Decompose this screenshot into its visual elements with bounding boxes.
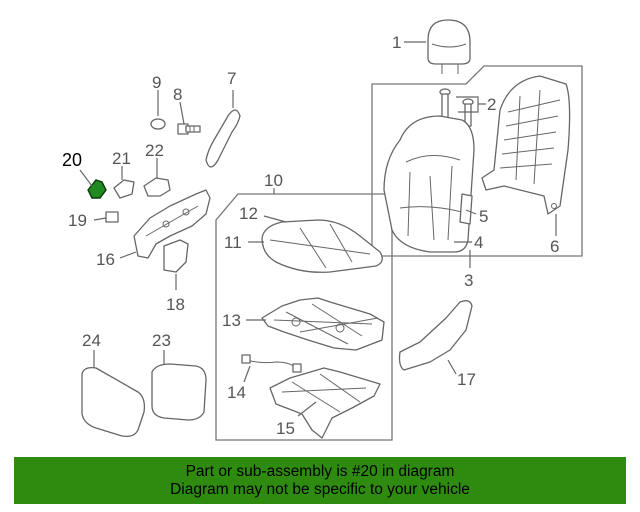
side-shield-cover-part[interactable] xyxy=(398,300,473,371)
label-part-14: 14 xyxy=(227,383,246,402)
label-part-5: 5 xyxy=(479,207,488,226)
label-part-19: 19 xyxy=(68,211,87,230)
leader-lines xyxy=(79,41,557,417)
seat-back-cushion-part[interactable] xyxy=(383,115,475,253)
label-part-2: 2 xyxy=(487,95,496,114)
label-part-4: 4 xyxy=(474,233,483,252)
seat-track-part[interactable] xyxy=(269,367,381,439)
side-shield-part[interactable] xyxy=(133,189,211,259)
armrest-cover-23-part[interactable] xyxy=(151,363,207,421)
side-trim-part[interactable] xyxy=(459,193,473,225)
bolts-part[interactable] xyxy=(439,88,474,127)
clip-part[interactable] xyxy=(105,211,119,223)
lever-part[interactable] xyxy=(143,177,171,197)
headrest-part[interactable] xyxy=(427,19,471,74)
label-part-1: 1 xyxy=(392,33,401,52)
label-part-21: 21 xyxy=(112,149,131,168)
banner-line-2: Diagram may not be specific to your vehi… xyxy=(170,480,470,498)
label-part-8: 8 xyxy=(173,85,182,104)
label-part-18: 18 xyxy=(166,295,185,314)
label-part-9: 9 xyxy=(152,73,161,92)
info-banner: Part or sub-assembly is #20 in diagram D… xyxy=(14,457,626,504)
label-part-13: 13 xyxy=(222,311,241,330)
seat-cushion-pad-part[interactable] xyxy=(261,219,383,273)
label-part-23: 23 xyxy=(152,331,171,350)
side-cover-part[interactable] xyxy=(205,109,241,168)
knob-part[interactable] xyxy=(113,179,135,199)
banner-line-1: Part or sub-assembly is #20 in diagram xyxy=(185,462,455,480)
label-part-12: 12 xyxy=(239,204,258,223)
label-part-11: 11 xyxy=(224,233,242,252)
label-part-20[interactable]: 20 xyxy=(62,150,82,170)
label-part-15: 15 xyxy=(276,419,295,438)
highlighted-cover-part[interactable] xyxy=(87,179,107,199)
label-part-10: 10 xyxy=(264,171,283,190)
armrest-cover-24-part[interactable] xyxy=(81,366,146,438)
wire-harness-part[interactable] xyxy=(241,354,302,373)
label-part-22: 22 xyxy=(145,141,164,160)
seat-back-frame-part[interactable] xyxy=(481,75,571,215)
label-part-7: 7 xyxy=(227,69,236,88)
label-part-3: 3 xyxy=(464,271,473,290)
bolt-washer-part[interactable] xyxy=(177,123,201,135)
label-part-24: 24 xyxy=(82,331,101,350)
bracket-part[interactable] xyxy=(163,239,189,273)
label-part-16: 16 xyxy=(96,250,115,269)
label-part-6: 6 xyxy=(550,237,559,256)
label-part-17: 17 xyxy=(457,370,476,389)
clip-ring-part[interactable] xyxy=(150,118,166,130)
cushion-frame-part[interactable] xyxy=(261,297,385,351)
seat-cushion-group-outline xyxy=(215,193,393,441)
parts-diagram: 1 2 3 4 5 6 7 8 9 10 11 12 13 14 15 16 1… xyxy=(62,19,583,441)
